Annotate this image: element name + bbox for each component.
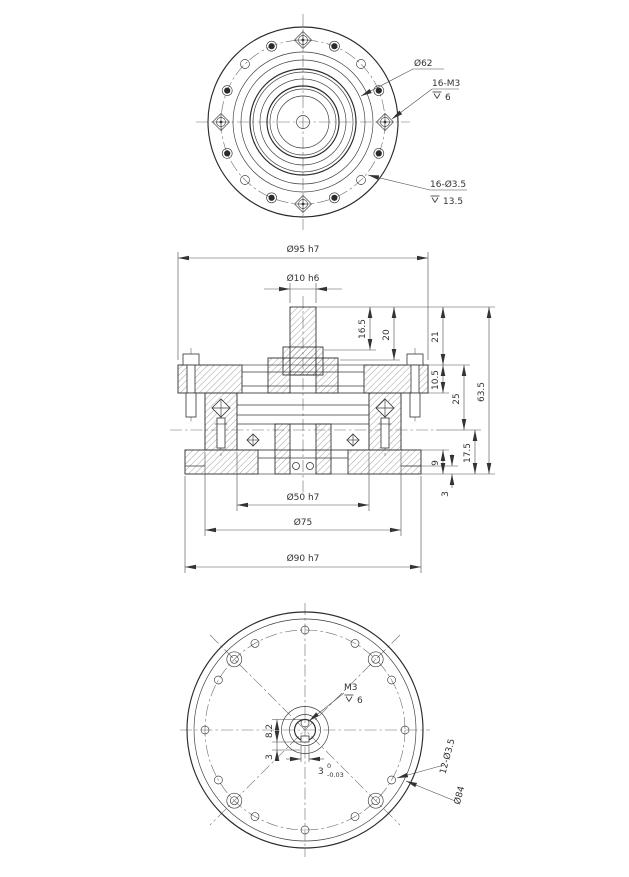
top-view: Ø62 16-M3 6 16-Ø3.5 13.5 (196, 14, 467, 230)
dim-label-keyway-tol-lower: -0.03 (327, 771, 344, 779)
dim-label-82: 8.2 (265, 724, 275, 738)
top-concentric-circles (232, 51, 374, 193)
dim-label-keyway-tol-upper: 0 (327, 762, 331, 770)
section-body (177, 306, 429, 475)
bottom-bolt-circle (204, 629, 406, 831)
dim-label-16m3: 16-M3 (432, 79, 460, 89)
dim-label-9: 9 (431, 460, 441, 466)
dim-label-3: 3 (441, 491, 451, 497)
dim-label-keyway-3: 3 (318, 767, 324, 777)
dim-label-165: 16.5 (358, 319, 368, 339)
bolt-head-left (182, 353, 200, 366)
section-dimension-lines (178, 255, 492, 570)
bottom-outer-circle (186, 611, 424, 849)
depth-symbol-icon (432, 91, 442, 99)
dim-label-3-depth: 3 (265, 754, 275, 760)
dim-label-d62: Ø62 (414, 58, 433, 69)
bearing-symbol (211, 398, 395, 447)
input-shaft (289, 306, 317, 376)
bolt-head-right (406, 353, 424, 366)
dim-label-d75: Ø75 (294, 517, 313, 528)
dim-label-d90: Ø90 h7 (287, 553, 320, 564)
dim-label-25: 25 (452, 393, 462, 404)
dim-label-105: 10.5 (431, 370, 441, 390)
leader-12d35 (396, 764, 445, 779)
leader-16d35 (367, 174, 467, 191)
top-outer-circle (207, 26, 399, 218)
stud-left (216, 417, 226, 449)
dim-label-d10: Ø10 h6 (287, 273, 320, 284)
bottom-bore-dims: 8.2 3 (265, 719, 303, 761)
bottom-centerlines (180, 603, 430, 857)
dim-label-635: 63.5 (477, 382, 487, 402)
bearing-ball (306, 462, 314, 470)
bottom-recess-circle (193, 618, 417, 842)
keyway-slot (300, 735, 310, 743)
pin-right (409, 392, 421, 418)
pin-left (185, 392, 197, 418)
dim-label-d50: Ø50 h7 (287, 492, 320, 503)
top-view-centerlines (196, 14, 410, 230)
dim-label-16m3-depth: 6 (445, 93, 451, 103)
dim-label-m3: M3 (344, 683, 358, 693)
dim-label-175: 17.5 (463, 443, 473, 463)
dim-label-d95: Ø95 h7 (287, 244, 320, 255)
bottom-flange (184, 449, 422, 475)
bottom-hub (281, 706, 329, 754)
depth-symbol-icon (344, 694, 354, 702)
dim-label-16d35-depth: 13.5 (443, 197, 463, 207)
dim-label-16d35: 16-Ø3.5 (430, 179, 466, 190)
leader-16m3 (391, 88, 459, 120)
depth-symbol-icon (430, 195, 440, 203)
keyway-width-dim: 3 0 -0.03 (286, 745, 344, 779)
leader-d62 (360, 68, 444, 97)
stud-right (380, 417, 390, 449)
dim-label-d84: Ø84 (452, 785, 467, 806)
dim-label-20: 20 (382, 329, 392, 341)
leader-d84 (405, 780, 456, 802)
setscrew-hole (300, 718, 310, 728)
dim-label-21: 21 (431, 331, 441, 342)
dim-label-12d35: 12-Ø3.5 (438, 737, 458, 775)
bottom-view: M3 6 8.2 3 3 0 -0.03 12-Ø3.5 (180, 603, 467, 857)
section-view: Ø95 h7 Ø10 h6 16.5 20 21 10.5 25 17.5 63… (170, 244, 495, 573)
dim-label-m3-depth: 6 (357, 696, 363, 706)
section-dimension-labels: Ø95 h7 Ø10 h6 16.5 20 21 10.5 25 17.5 63… (287, 244, 487, 564)
leader-m3 (308, 692, 345, 722)
bearing-ball (292, 462, 300, 470)
